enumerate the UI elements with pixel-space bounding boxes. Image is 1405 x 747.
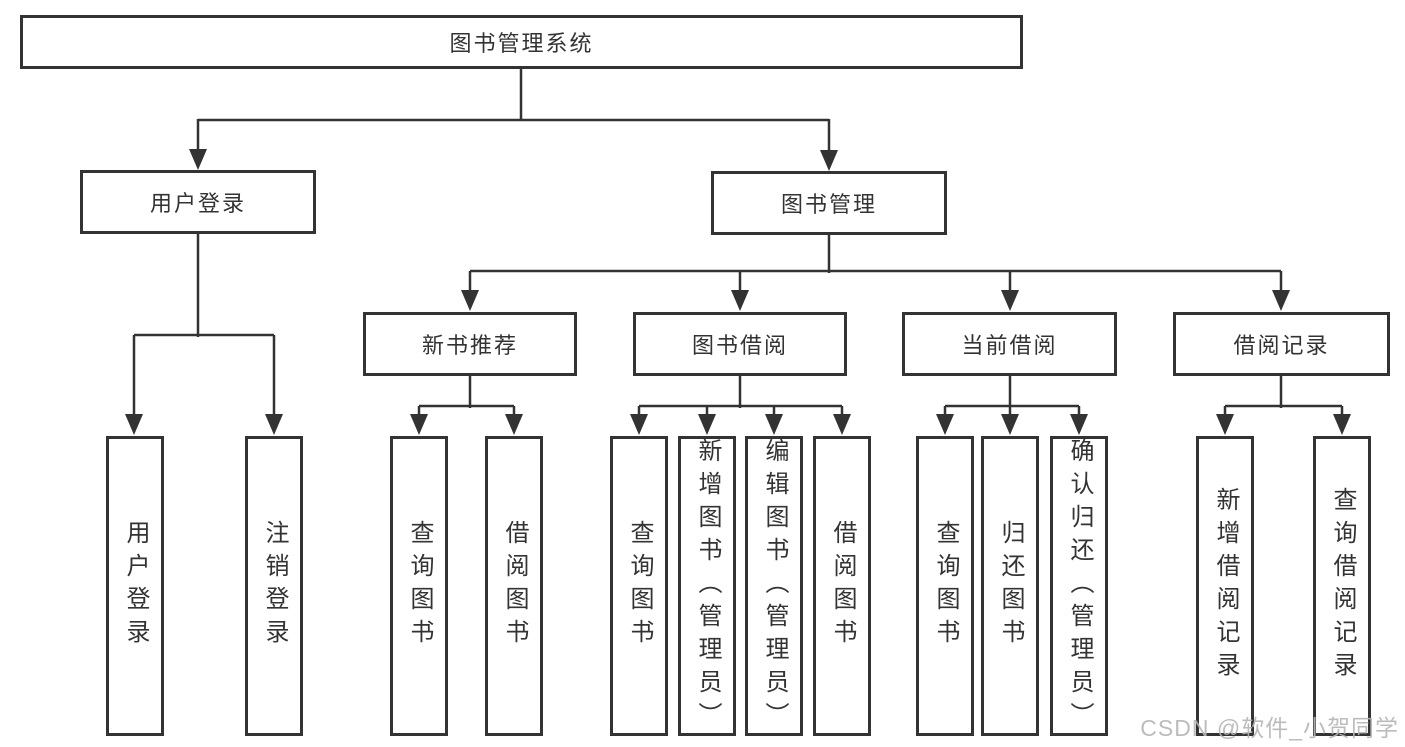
- leaf-newbooks-borrow: 借阅图书: [485, 436, 543, 736]
- leaf-current-return: 归还图书: [981, 436, 1039, 736]
- csdn-watermark: CSDN @软件_小贺同学: [1140, 715, 1399, 741]
- leaf-records-add-label: 新增借阅记录: [1212, 487, 1239, 685]
- leaf-borrow-query: 查询图书: [610, 436, 668, 736]
- leaf-records-add: 新增借阅记录: [1196, 436, 1254, 736]
- leaf-borrow-add-admin: 新增图书（管理员）: [678, 436, 736, 736]
- node-library-system: 图书管理系统: [20, 15, 1023, 69]
- node-borrowing-records: 借阅记录: [1173, 312, 1390, 376]
- node-user-login: 用户登录: [80, 170, 316, 234]
- leaf-logout-label: 注销登录: [261, 520, 288, 652]
- node-book-management-label: 图书管理: [780, 192, 877, 217]
- node-current-borrowing: 当前借阅: [902, 312, 1117, 376]
- node-library-system-label: 图书管理系统: [449, 31, 594, 56]
- arrowhead-triangles: [125, 149, 1351, 435]
- node-book-management: 图书管理: [711, 171, 947, 235]
- leaf-current-confirm-admin-label: 确认归还（管理员）: [1066, 437, 1093, 735]
- leaf-borrow-query-label: 查询图书: [626, 520, 653, 652]
- leaf-records-query-label: 查询借阅记录: [1329, 487, 1356, 685]
- tree-edges: [132, 68, 1344, 416]
- node-borrowing-records-label: 借阅记录: [1233, 333, 1330, 358]
- leaf-current-query: 查询图书: [916, 436, 974, 736]
- leaf-newbooks-query: 查询图书: [390, 436, 448, 736]
- node-new-book-recommend: 新书推荐: [363, 312, 577, 376]
- leaf-current-return-label: 归还图书: [997, 520, 1024, 652]
- node-book-borrowing: 图书借阅: [633, 312, 847, 376]
- node-user-login-label: 用户登录: [149, 191, 246, 216]
- leaf-borrow-edit-admin-label: 编辑图书（管理员）: [761, 437, 788, 735]
- leaf-current-confirm-admin: 确认归还（管理员）: [1050, 436, 1108, 736]
- leaf-user-login-label: 用户登录: [122, 520, 149, 652]
- leaf-borrow-borrow: 借阅图书: [813, 436, 871, 736]
- leaf-borrow-edit-admin: 编辑图书（管理员）: [745, 436, 803, 736]
- leaf-borrow-add-admin-label: 新增图书（管理员）: [694, 437, 721, 735]
- node-current-borrowing-label: 当前借阅: [961, 333, 1058, 358]
- leaf-newbooks-query-label: 查询图书: [406, 520, 433, 652]
- node-book-borrowing-label: 图书借阅: [691, 333, 788, 358]
- leaf-logout: 注销登录: [245, 436, 303, 736]
- leaf-current-query-label: 查询图书: [932, 520, 959, 652]
- leaf-borrow-borrow-label: 借阅图书: [829, 520, 856, 652]
- leaf-newbooks-borrow-label: 借阅图书: [501, 520, 528, 652]
- leaf-records-query: 查询借阅记录: [1313, 436, 1371, 736]
- node-new-book-recommend-label: 新书推荐: [421, 333, 518, 358]
- leaf-user-login: 用户登录: [106, 436, 164, 736]
